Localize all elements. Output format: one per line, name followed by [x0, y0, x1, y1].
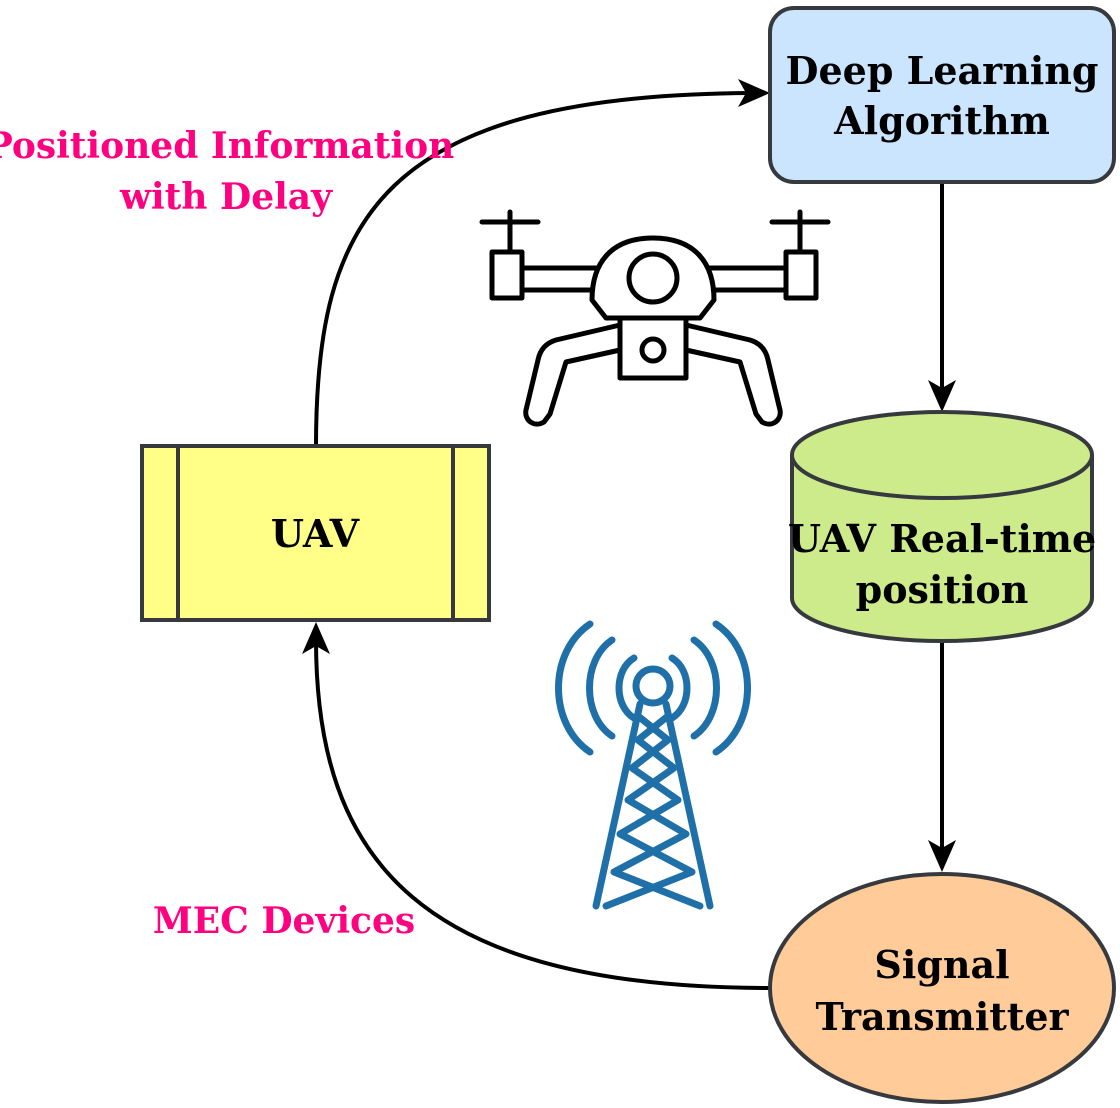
node-transmitter-line2: Transmitter: [815, 994, 1069, 1039]
node-transmitter-line1: Signal: [874, 942, 1009, 987]
node-deep-learning-algorithm[interactable]: Deep Learning Algorithm: [768, 6, 1116, 184]
edge-label-with-delay: with Delay: [119, 176, 333, 218]
node-uav-label: UAV: [271, 511, 361, 556]
arrowhead-algorithm: [738, 79, 770, 107]
node-uav[interactable]: UAV: [140, 444, 491, 622]
edge-label-positioned-info: Positioned Information: [0, 125, 454, 167]
arrowhead-position: [928, 380, 956, 412]
node-deep-learning-line1: Deep Learning: [786, 48, 1099, 93]
arrowhead-uav: [302, 622, 330, 654]
edge-transmitter-to-uav: [314, 639, 771, 990]
node-position-line2: position: [856, 567, 1029, 612]
drone-icon: [479, 209, 831, 427]
node-deep-learning-line2: Algorithm: [833, 98, 1050, 143]
node-uav-realtime-position[interactable]: UAV Real-time position: [788, 410, 1096, 643]
node-signal-transmitter[interactable]: Signal Transmitter: [768, 872, 1116, 1104]
cell-tower-icon: [555, 620, 751, 910]
edge-label-mec-devices: MEC Devices: [153, 900, 415, 942]
edge-uav-to-algorithm: [314, 91, 753, 447]
node-position-line1: UAV Real-time: [788, 516, 1096, 561]
arrowhead-transmitter: [928, 840, 956, 872]
